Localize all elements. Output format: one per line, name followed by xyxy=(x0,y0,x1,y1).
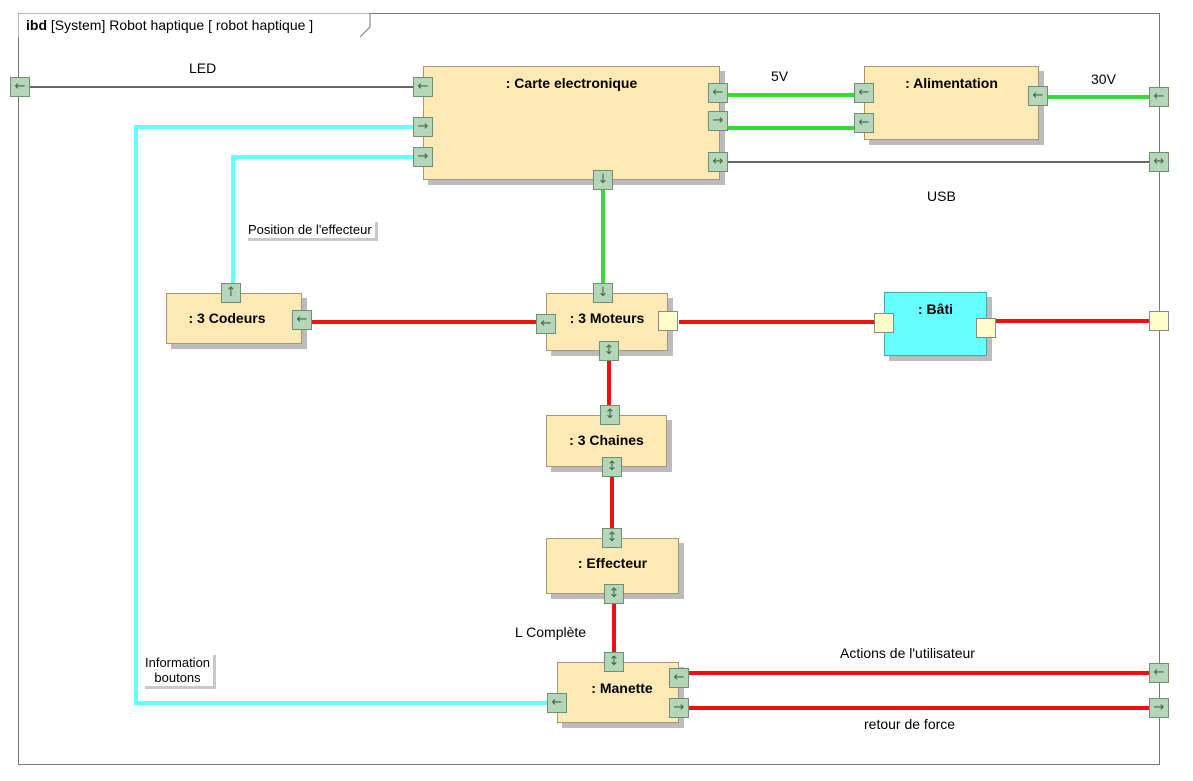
block-label: : Bâti xyxy=(918,301,953,317)
arrow-left-icon[interactable]: ← xyxy=(708,83,728,103)
arrow-up-icon[interactable]: ↑ xyxy=(221,283,241,303)
arrow-left-icon[interactable]: ← xyxy=(547,693,567,713)
frame-name: [System] Robot haptique [ robot haptique… xyxy=(50,17,314,33)
bidirectional-vertical-arrow-icon[interactable]: ↕ xyxy=(600,405,620,425)
arrow-left-icon[interactable]: ← xyxy=(536,314,556,334)
port-bati-right[interactable] xyxy=(976,318,996,338)
arrow-right-icon[interactable]: → xyxy=(1149,698,1169,718)
arrow-right-icon[interactable]: → xyxy=(708,111,728,131)
block-label: : 3 Chaines xyxy=(569,432,644,448)
arrow-left-icon[interactable]: ← xyxy=(1028,86,1048,106)
label-led: LED xyxy=(189,60,217,76)
bidirectional-arrow-icon[interactable]: ↔ xyxy=(1149,152,1169,172)
block-effecteur[interactable]: : Effecteur xyxy=(546,538,679,594)
bidirectional-vertical-arrow-icon[interactable]: ↕ xyxy=(602,457,622,477)
label-actions-utilisateur: Actions de l'utilisateur xyxy=(840,645,975,661)
bidirectional-vertical-arrow-icon[interactable]: ↕ xyxy=(604,584,624,604)
arrow-left-icon[interactable]: ← xyxy=(669,668,689,688)
arrow-left-icon[interactable]: ← xyxy=(854,83,874,103)
note-line-1: Information xyxy=(145,655,211,670)
label-retour-force: retour de force xyxy=(864,716,956,732)
buttons-connector xyxy=(134,125,547,705)
block-label: : 3 Codeurs xyxy=(188,310,266,326)
block-label: : Effecteur xyxy=(577,555,648,571)
frame-keyword: ibd xyxy=(26,17,47,33)
frame-title: ibd [System] Robot haptique [ robot hapt… xyxy=(26,17,313,33)
bidirectional-arrow-icon[interactable]: ↔ xyxy=(708,152,728,172)
frame-tab-outline xyxy=(18,13,371,37)
arrow-right-icon[interactable]: → xyxy=(669,698,689,718)
label-l-complete: L Complète xyxy=(515,624,587,640)
bidirectional-vertical-arrow-icon[interactable]: ↕ xyxy=(604,652,624,672)
block-alimentation[interactable]: : Alimentation xyxy=(864,66,1039,140)
arrow-down-icon[interactable]: ↓ xyxy=(593,283,613,303)
block-label: : Alimentation xyxy=(905,75,998,91)
arrow-down-icon[interactable]: ↓ xyxy=(593,170,613,190)
block-label: : Carte electronique xyxy=(505,75,638,91)
port-bati-left[interactable] xyxy=(874,313,894,333)
boundary-port-bati[interactable] xyxy=(1149,311,1169,331)
label-usb: USB xyxy=(927,188,956,204)
arrow-left-icon[interactable]: ← xyxy=(292,310,312,330)
diagram-frame xyxy=(18,13,1160,765)
note-line-2: boutons xyxy=(154,670,201,685)
block-bati[interactable]: : Bâti xyxy=(884,292,987,356)
arrow-right-icon[interactable]: → xyxy=(413,147,433,167)
label-5v: 5V xyxy=(771,68,789,84)
note-position-effecteur: Position de l'effecteur xyxy=(248,222,378,241)
label-30v: 30V xyxy=(1091,71,1116,87)
bidirectional-vertical-arrow-icon[interactable]: ↕ xyxy=(599,341,619,361)
position-connector xyxy=(231,155,413,283)
arrow-right-icon[interactable]: → xyxy=(413,117,433,137)
arrow-left-icon[interactable]: ← xyxy=(10,77,30,97)
block-carte-electronique[interactable]: : Carte electronique xyxy=(423,66,720,180)
block-label: : 3 Moteurs xyxy=(569,310,645,326)
note-information-boutons: Information boutons xyxy=(145,655,217,689)
bidirectional-vertical-arrow-icon[interactable]: ↕ xyxy=(602,528,622,548)
arrow-left-icon[interactable]: ← xyxy=(854,113,874,133)
arrow-left-icon[interactable]: ← xyxy=(1149,87,1169,107)
block-manette[interactable]: : Manette xyxy=(557,662,679,723)
block-label: : Manette xyxy=(591,680,653,696)
port-moteurs-bati[interactable] xyxy=(658,311,678,331)
arrow-left-icon[interactable]: ← xyxy=(413,77,433,97)
arrow-left-icon[interactable]: ← xyxy=(1149,663,1169,683)
